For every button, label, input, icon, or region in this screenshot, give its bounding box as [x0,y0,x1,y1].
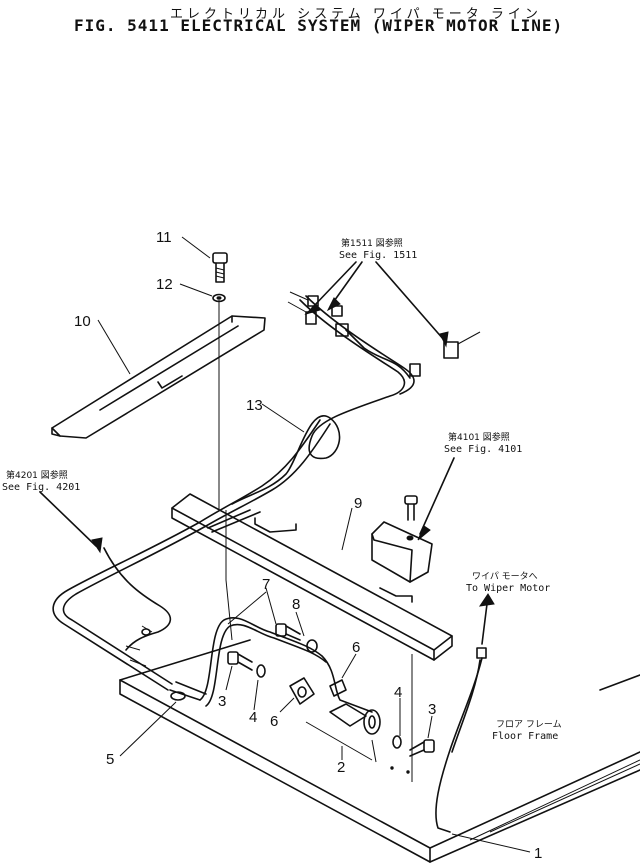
fig4201-jp: 第4201 図参照 [6,469,68,481]
label-part-11: 11 [156,229,172,246]
wiper-motor-wire [435,647,487,833]
fig4101-en: See Fig. 4101 [444,444,522,455]
label-part-12: 12 [156,276,173,293]
part-6-clamp-left [289,677,315,705]
fig1511-en: See Fig. 1511 [339,250,417,261]
part-4-washer-left [256,664,266,678]
harness-13 [52,295,415,691]
label-part-8: 8 [292,596,300,613]
part-8-washer [306,639,318,653]
label-part-6b: 6 [352,639,360,656]
part-11-bolt [212,252,228,283]
label-part-3a: 3 [218,693,226,710]
label-part-10: 10 [74,313,91,330]
floor-frame [119,639,640,863]
part-10-cover-plate [51,315,266,439]
wiper-en: To Wiper Motor [466,583,550,594]
callout-floor-frame: フロア フレーム Floor Frame [492,719,562,742]
fig4101-jp: 第4101 図参照 [448,431,510,443]
callout-fig1511: 第1511 図参照 See Fig. 1511 [339,237,417,261]
label-part-4a: 4 [249,709,257,726]
fig4201-en: See Fig. 4201 [2,482,80,493]
part-3-bolt-right [409,739,435,757]
leader-lines [39,236,531,853]
label-part-7: 7 [262,576,270,593]
guide-lines [218,300,413,782]
figure-title: FIG. 5411 ELECTRICAL SYSTEM (WIPER MOTOR… [74,16,564,35]
label-part-1: 1 [534,845,542,862]
connectors-fig1511 [287,291,481,377]
frame-jp: フロア フレーム [496,719,562,730]
callout-fig4101: 第4101 図参照 See Fig. 4101 [444,431,522,455]
bracket-fig4101 [371,495,433,583]
callout-fig4201: 第4201 図参照 See Fig. 4201 [2,469,80,493]
part-3-bolt-left [227,651,253,671]
label-part-6a: 6 [270,713,278,730]
label-part-2: 2 [337,759,345,776]
part-7-bolt [275,623,301,641]
fig1511-jp: 第1511 図参照 [341,237,403,249]
part-4-washer-right [390,735,410,774]
label-part-5: 5 [106,751,114,768]
label-part-9: 9 [354,495,362,512]
harness-left-branch [103,547,172,667]
wiper-jp: ワイパ モータへ [472,571,538,582]
japanese-title: エレクトリカル システム ワイパ モータ ライン [170,7,542,22]
part-6-clamp-right [329,679,347,697]
harness-lower [169,617,373,713]
frame-en: Floor Frame [492,731,558,742]
part-2-clamp-assembly [305,703,381,763]
part-9-bracket [171,493,453,661]
label-part-3b: 3 [428,701,436,718]
callout-wiper-motor: ワイパ モータへ To Wiper Motor [466,571,550,594]
part-labels: 11 12 10 13 9 7 8 6 3 4 6 4 3 2 5 1 [74,229,542,862]
label-part-4b: 4 [394,684,402,701]
label-part-13: 13 [246,397,263,414]
